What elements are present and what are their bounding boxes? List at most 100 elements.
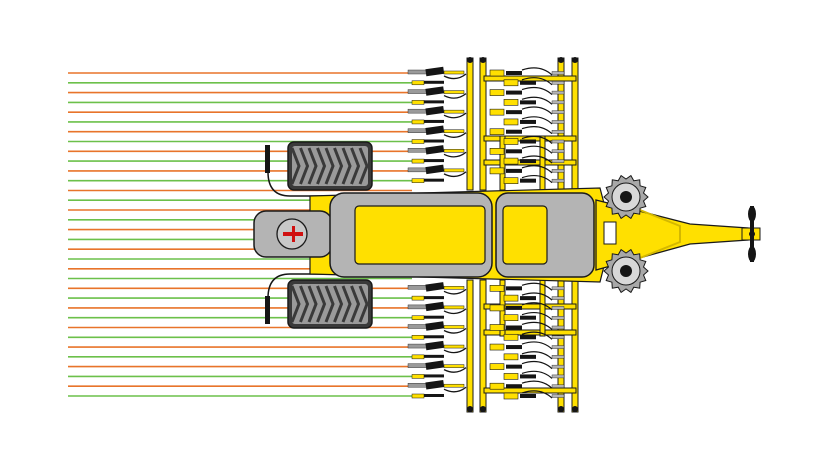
harrow-tine <box>551 296 565 300</box>
coulter-mount <box>411 335 425 340</box>
press-wheel <box>489 343 505 351</box>
coulter-mount <box>411 315 425 320</box>
transport-wheel <box>603 248 649 294</box>
coulter-arm <box>443 149 465 153</box>
tine-arm <box>506 129 522 134</box>
coulter-mount <box>407 148 429 153</box>
coulter-mount <box>407 343 429 349</box>
seed-hose <box>443 112 467 119</box>
coulter-disc <box>425 125 445 135</box>
tine-arm <box>520 100 536 105</box>
tine-spring <box>521 351 553 360</box>
tyre-lug <box>316 147 327 185</box>
seed-hose <box>443 171 467 178</box>
tine-arm <box>520 80 536 85</box>
coulter-disc <box>425 86 445 96</box>
press-wheel <box>503 177 519 184</box>
drawbar <box>595 174 761 294</box>
tyre-arm <box>265 145 270 173</box>
tine-spring <box>521 77 553 86</box>
tine-spring <box>521 174 553 184</box>
harrow-tine <box>551 286 565 291</box>
jack-foot <box>748 206 756 222</box>
frame-bolt <box>467 406 473 412</box>
frame-bolt <box>467 57 473 63</box>
coulter-disc <box>424 315 444 319</box>
tine-arm <box>506 384 522 389</box>
harrow-tine <box>551 355 565 359</box>
harrow-tine <box>551 71 565 75</box>
coulter-mount <box>407 89 429 94</box>
wheel-hub <box>620 191 632 203</box>
tyre-arm <box>265 296 270 324</box>
packer-tyres <box>265 141 373 329</box>
coulter-mount <box>407 383 429 388</box>
tine-spring <box>521 370 553 379</box>
seed-hose <box>443 288 467 295</box>
coulter-arm <box>443 70 465 75</box>
press-wheel <box>489 148 505 155</box>
drawbar-plate <box>603 221 617 245</box>
coulter-disc <box>424 80 444 84</box>
tine-spring <box>521 96 553 105</box>
tine-spring <box>521 165 553 174</box>
seed-hose <box>443 347 467 354</box>
tine-spring <box>521 321 553 330</box>
harrow-tine <box>551 315 565 320</box>
tyre-lug <box>350 285 361 323</box>
coulter-disc <box>425 105 445 116</box>
press-wheel <box>503 373 519 380</box>
tine-arm <box>520 354 536 359</box>
tyre-lug <box>324 147 335 185</box>
packer-tyre <box>287 141 373 191</box>
harrow-tine <box>551 90 565 95</box>
tyre-lug <box>333 147 344 185</box>
frame-bolt <box>480 406 486 412</box>
press-wheel <box>489 128 505 136</box>
coulter-mount <box>407 167 429 173</box>
tyre-lug <box>299 285 310 323</box>
press-wheel <box>503 138 519 145</box>
coulter-mount <box>411 100 425 105</box>
coulter-arm <box>443 286 465 290</box>
frame-bolt <box>480 57 486 63</box>
frame-rail <box>466 279 474 413</box>
press-wheel <box>489 89 505 96</box>
tine-spring <box>521 380 553 389</box>
tyre-lug <box>350 147 361 185</box>
coulter-disc <box>424 354 444 358</box>
drawbar-brace <box>639 209 681 259</box>
tine-arm <box>506 364 522 369</box>
coulter-mount <box>411 178 425 183</box>
harrow-tine <box>551 120 565 124</box>
tyre-lug <box>307 147 318 185</box>
coulter-disc <box>424 178 444 182</box>
seed-hose <box>443 93 467 99</box>
seed-hose <box>443 151 467 158</box>
tine-spring <box>521 331 553 340</box>
coulter-disc <box>425 282 445 292</box>
tine-arm <box>520 178 536 183</box>
harrow-tine <box>551 81 565 85</box>
coulter-mount <box>407 69 429 75</box>
coulter-mount <box>411 374 425 379</box>
press-wheel <box>489 69 505 77</box>
tine-arm <box>506 149 522 154</box>
press-wheel <box>503 294 519 302</box>
harrow-tine <box>551 384 565 388</box>
coulter-mount <box>411 80 425 86</box>
seed-hose <box>443 132 467 138</box>
frame-crossbeam <box>483 387 577 394</box>
tyre-lug <box>333 285 344 323</box>
tyre-lug <box>358 147 369 185</box>
coulter-mount <box>411 158 425 164</box>
tine-spring <box>521 311 553 321</box>
press-wheel <box>489 382 505 390</box>
harrow-tine <box>551 345 565 349</box>
coulter-disc <box>424 100 444 104</box>
distributor-outlet <box>292 226 295 242</box>
press-wheel <box>489 363 505 370</box>
coulter-arm <box>443 90 465 94</box>
